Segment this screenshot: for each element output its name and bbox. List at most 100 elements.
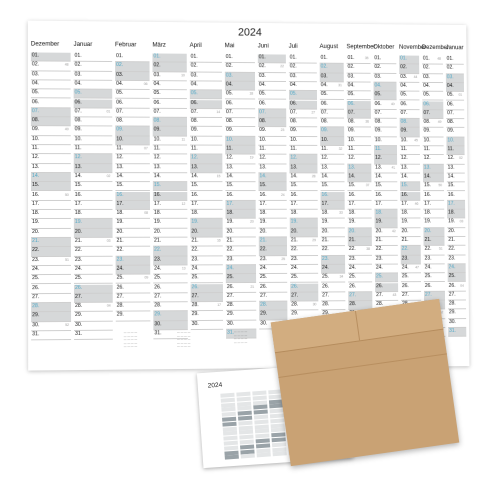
day-cell: 30. <box>226 320 257 330</box>
day-cell: 04.31 <box>319 82 344 92</box>
day-cell: 02. <box>373 64 397 74</box>
day-number: 17. <box>116 200 124 207</box>
day-cell: 25. <box>225 274 257 284</box>
day-cell: 21. <box>374 237 398 247</box>
day-number: 22. <box>74 247 83 254</box>
day-cell: 18. <box>225 209 256 220</box>
day-number: 12. <box>74 154 82 161</box>
day-number: 14. <box>290 173 298 180</box>
week-number: 22 <box>280 64 285 69</box>
day-number: 05. <box>74 89 82 96</box>
day-cell: 23. <box>320 255 346 265</box>
day-cell: 06.40 <box>373 100 397 110</box>
day-number: 18. <box>401 209 409 216</box>
day-number: 26. <box>226 283 234 290</box>
day-number: 02. <box>116 62 124 69</box>
week-number: 24 <box>280 192 285 197</box>
day-number: 17. <box>191 200 199 207</box>
week-number: 03 <box>106 238 111 243</box>
day-number: 31. <box>32 331 40 338</box>
day-number: 05. <box>289 91 297 97</box>
day-cell: 21. <box>400 237 421 247</box>
day-cell: 12. <box>115 154 150 164</box>
day-cell: 05. <box>115 89 150 100</box>
week-number: 25 <box>281 256 286 261</box>
day-number: 03. <box>116 71 124 78</box>
day-cell: 28. <box>115 302 151 313</box>
day-cell: 08. <box>73 117 113 127</box>
day-cell: 01.35 <box>346 55 371 65</box>
day-cell: 10. <box>289 136 318 146</box>
day-number: 09. <box>190 127 199 134</box>
day-number: 21. <box>226 237 234 244</box>
day-cell: 27. <box>153 293 188 303</box>
day-cell: 03. <box>319 73 344 83</box>
day-cell: 09.49 <box>30 126 71 136</box>
day-number: 23. <box>191 256 199 263</box>
day-cell: 04. <box>30 80 71 90</box>
day-number: 11. <box>290 145 297 152</box>
day-number: 03. <box>153 71 161 78</box>
week-number: 43 <box>392 292 397 297</box>
day-number: 29. <box>291 310 299 317</box>
day-cell: 01.48 <box>421 55 443 65</box>
day-cell: 14. <box>422 173 444 183</box>
day-number: 03. <box>374 73 382 80</box>
day-cell: 10. <box>73 135 113 146</box>
day-number: 28. <box>116 302 124 309</box>
day-number: 27. <box>322 292 330 299</box>
day-cell: 08. <box>258 118 287 128</box>
day-cell: 09.23 <box>258 127 287 137</box>
day-cell: 28. <box>153 302 188 312</box>
day-cell: 25. <box>258 274 288 284</box>
day-number: 07. <box>74 108 82 115</box>
day-number: 15. <box>31 182 40 189</box>
envelope-fold-line <box>278 353 447 378</box>
day-cell: 03. <box>373 73 397 83</box>
day-number: 18. <box>153 209 162 216</box>
day-cell: 03. <box>288 72 317 83</box>
day-number: 07. <box>374 109 382 116</box>
day-cell: 09. <box>446 128 465 138</box>
day-number: 19. <box>401 218 409 225</box>
day-number: 25. <box>32 275 40 282</box>
day-cell: 30.52 <box>31 321 72 332</box>
day-number: 20. <box>32 228 40 235</box>
day-number: 22. <box>154 246 162 253</box>
day-cell: 21.16 <box>190 237 223 247</box>
day-cell: 09. <box>152 126 188 137</box>
day-cell: 04.06 <box>115 80 150 91</box>
day-number: 24. <box>448 264 456 271</box>
week-number: 01 <box>106 109 111 114</box>
day-number: 27. <box>448 291 456 298</box>
week-number: 50 <box>64 192 69 197</box>
day-number: 10. <box>447 137 455 144</box>
day-number: 05. <box>31 89 40 96</box>
week-number: 45 <box>414 138 418 142</box>
day-cell: 26. <box>31 284 72 294</box>
day-number: 04. <box>289 81 297 88</box>
week-number: 30 <box>312 302 317 307</box>
day-cell: 22. <box>225 246 256 256</box>
week-number: 07 <box>143 146 148 151</box>
day-cell: 07. <box>115 108 150 118</box>
day-cell: 25. <box>374 273 399 283</box>
day-cell: 01. <box>288 54 317 64</box>
day-number: 20. <box>290 228 298 235</box>
day-number: 21. <box>116 237 124 244</box>
day-number: 28. <box>260 301 268 308</box>
day-cell: 18. <box>289 209 318 220</box>
day-number: 08. <box>31 117 40 124</box>
day-number: 05. <box>320 91 328 98</box>
day-number: 06. <box>225 99 234 106</box>
day-cell: 01. <box>373 55 397 65</box>
day-cell: 10. <box>189 136 223 146</box>
day-number: 05. <box>190 90 198 97</box>
day-number: 22. <box>375 246 383 253</box>
day-cell: 22. <box>258 246 288 256</box>
day-number: 03. <box>31 70 40 77</box>
day-number: 12. <box>116 154 124 161</box>
week-number: 49 <box>64 127 69 132</box>
week-number: 47 <box>415 265 420 270</box>
day-cell: 04. <box>189 81 223 91</box>
